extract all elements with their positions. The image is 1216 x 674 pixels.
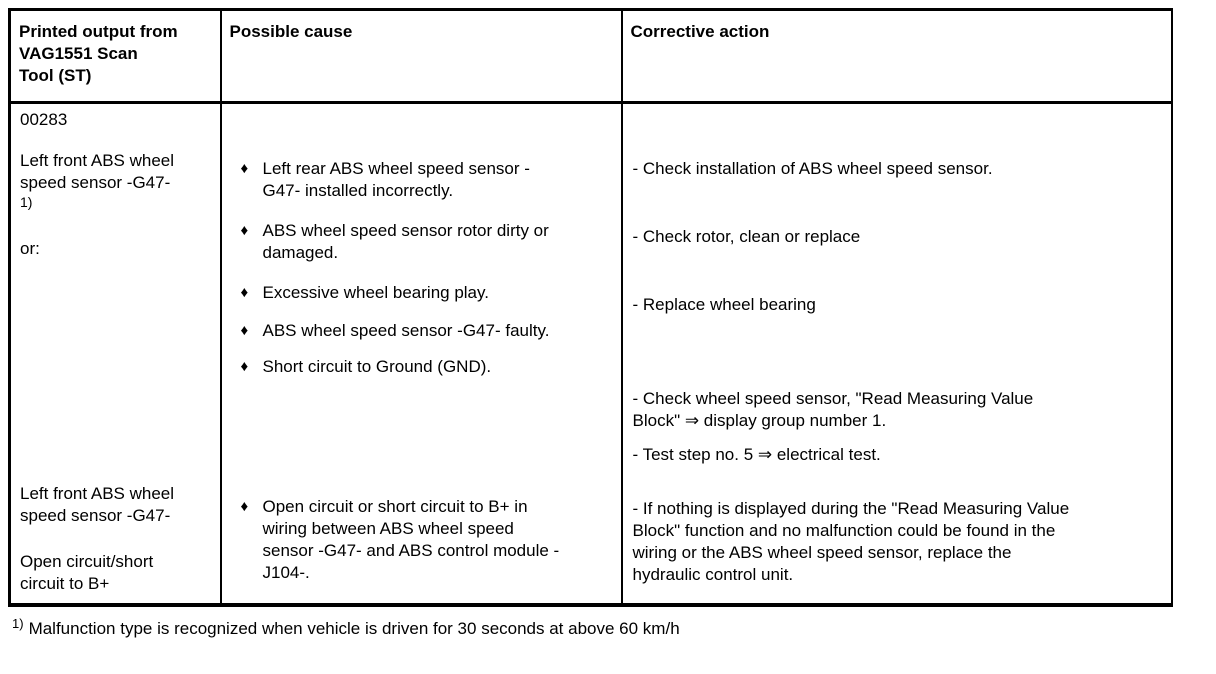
fault-description: Left front ABS wheel speed sensor -G47- <box>20 151 175 192</box>
footnote-text: Malfunction type is recognized when vehi… <box>28 619 680 638</box>
action-item: - Test step no. 5 ⇒ electrical test. <box>632 445 881 464</box>
diamond-bullet-icon: ♦ <box>240 498 249 515</box>
dtc-table: Printed output from VAG1551 Scan Tool (S… <box>8 8 1173 607</box>
cause-text: ABS wheel speed sensor rotor dirty or da… <box>262 221 549 262</box>
diamond-bullet-icon: ♦ <box>240 322 249 339</box>
action-item: - Check wheel speed sensor, "Read Measur… <box>632 389 1034 430</box>
header-printed-output: Printed output from VAG1551 Scan Tool (S… <box>9 9 222 104</box>
cell-corrective-action-1: - Check installation of ABS wheel speed … <box>622 103 1172 471</box>
diamond-bullet-icon: ♦ <box>240 284 249 301</box>
cause-item: ♦ ABS wheel speed sensor -G47- faulty. <box>241 320 566 342</box>
footnote: 1) Malfunction type is recognized when ve… <box>12 616 680 640</box>
header-possible-cause: Possible cause <box>220 9 623 104</box>
dtc-code: 00283 <box>20 110 68 129</box>
cause-text: Left rear ABS wheel speed sensor - G47- … <box>262 159 530 200</box>
cell-printed-output-1: 00283 Left front ABS wheel speed sensor … <box>9 102 222 470</box>
cause-text: Open circuit or short circuit to B+ in w… <box>262 497 560 582</box>
cell-printed-output-2: Left front ABS wheel speed sensor -G47- … <box>9 470 222 605</box>
cell-possible-cause-1: ♦ Left rear ABS wheel speed sensor - G47… <box>220 102 623 470</box>
diamond-bullet-icon: ♦ <box>240 160 249 177</box>
cause-item: ♦ ABS wheel speed sensor rotor dirty or … <box>241 220 566 264</box>
cause-item: ♦ Left rear ABS wheel speed sensor - G47… <box>241 158 566 202</box>
action-item: - Replace wheel bearing <box>632 295 816 314</box>
action-item: - Check rotor, clean or replace <box>632 227 861 246</box>
footnote-ref: 1) <box>12 616 24 631</box>
cause-item: ♦ Excessive wheel bearing play. <box>241 282 566 304</box>
or-label: or: <box>20 239 40 258</box>
fault-description: Left front ABS wheel speed sensor -G47- <box>20 484 175 525</box>
diamond-bullet-icon: ♦ <box>240 222 249 239</box>
cause-text: ABS wheel speed sensor -G47- faulty. <box>262 321 550 340</box>
fault-condition: Open circuit/short circuit to B+ <box>20 552 154 593</box>
cell-corrective-action-2: - If nothing is displayed during the "Re… <box>622 470 1172 605</box>
action-item: - If nothing is displayed during the "Re… <box>632 499 1070 584</box>
cell-possible-cause-2: ♦ Open circuit or short circuit to B+ in… <box>220 470 623 605</box>
cause-text: Excessive wheel bearing play. <box>262 283 489 302</box>
table-row-00283: 00283 Left front ABS wheel speed sensor … <box>9 102 1172 471</box>
cause-text: Short circuit to Ground (GND). <box>262 357 492 376</box>
action-item: - Check installation of ABS wheel speed … <box>632 159 993 178</box>
header-corrective-action: Corrective action <box>621 9 1172 104</box>
footnote-ref-marker: 1) <box>20 194 33 210</box>
diamond-bullet-icon: ♦ <box>240 358 249 375</box>
cause-item: ♦ Open circuit or short circuit to B+ in… <box>241 496 566 584</box>
table-row-open-circuit: Left front ABS wheel speed sensor -G47- … <box>9 470 1172 605</box>
header-row: Printed output from VAG1551 Scan Tool (S… <box>9 9 1172 104</box>
cause-item: ♦ Short circuit to Ground (GND). <box>241 356 566 378</box>
